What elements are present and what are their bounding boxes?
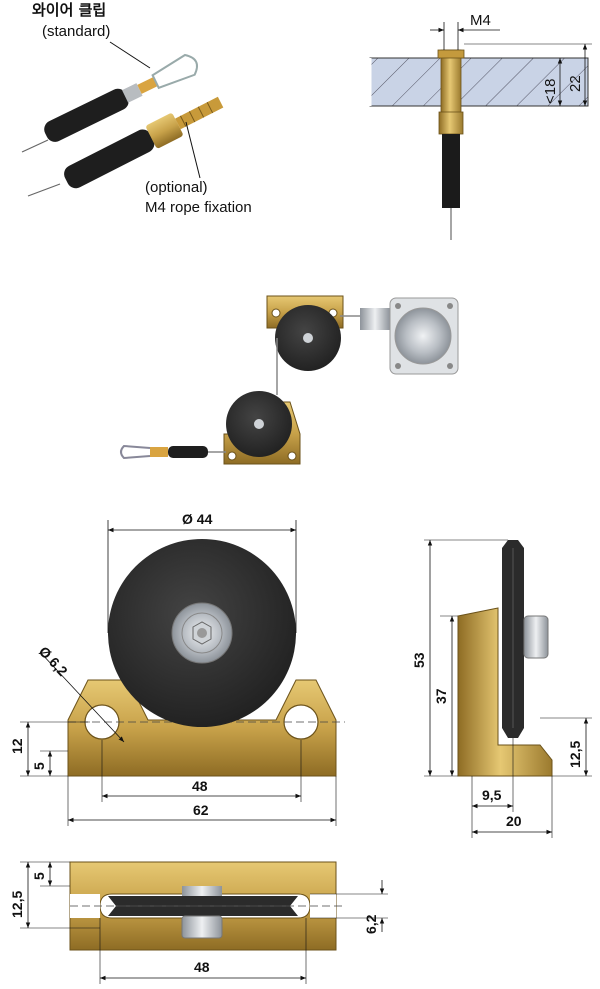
d5b-dimension: 5 bbox=[31, 872, 47, 880]
d20-dimension: 20 bbox=[506, 813, 522, 829]
d37-dimension: 37 bbox=[433, 688, 449, 704]
d48b-dimension: 48 bbox=[194, 959, 210, 975]
d125b-dimension: 12,5 bbox=[9, 891, 25, 918]
d48-dimension: 48 bbox=[192, 778, 208, 794]
wire-clip-photo: 와이어 클립 (standard) (optional) M4 rope fix… bbox=[21, 1, 252, 216]
assembly-view bbox=[120, 295, 459, 465]
d125-dimension: 12,5 bbox=[567, 741, 583, 768]
optional-label: (optional) bbox=[145, 179, 208, 196]
front-view: Ø 44 Ø 6,2 12 5 48 62 bbox=[9, 511, 345, 826]
d5-dimension: 5 bbox=[31, 762, 47, 770]
lt18-dimension: <18 bbox=[542, 79, 559, 104]
rope-fixation-label: M4 rope fixation bbox=[145, 199, 252, 216]
dia44-dimension: Ø 44 bbox=[182, 511, 213, 527]
m4-section-view: M4 <18 22 bbox=[368, 12, 592, 240]
top-view: 5 12,5 6,2 48 bbox=[9, 861, 388, 984]
wire-clip-standard-label: (standard) bbox=[42, 23, 110, 40]
dia62-dimension: Ø 6,2 bbox=[36, 643, 71, 679]
d95-dimension: 9,5 bbox=[482, 787, 502, 803]
side-view: 53 37 12,5 9,5 20 bbox=[411, 539, 592, 838]
m4-dimension: M4 bbox=[470, 12, 491, 29]
d53-dimension: 53 bbox=[411, 652, 427, 668]
wire-clip-korean-label: 와이어 클립 bbox=[32, 1, 106, 19]
d12-dimension: 12 bbox=[9, 738, 25, 754]
d62b-dimension: 6,2 bbox=[363, 914, 379, 934]
d62-dimension: 62 bbox=[193, 802, 209, 818]
d22-dimension: 22 bbox=[567, 75, 584, 92]
